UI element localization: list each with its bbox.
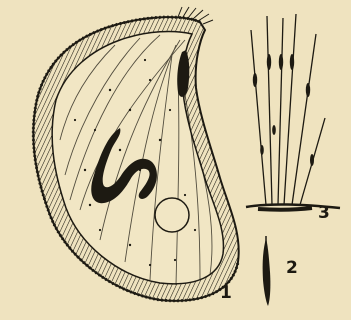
cilium-5 [292, 34, 316, 205]
cilium-1 [251, 30, 266, 205]
cilium-3 [278, 18, 283, 205]
figure-label-1: 1 [220, 285, 232, 302]
paramecium-figure [33, 7, 238, 301]
basal-body [258, 208, 312, 210]
figure-label-3: 3 [318, 205, 330, 222]
figure-label-2: 2 [286, 260, 298, 277]
cilium-4 [284, 14, 296, 205]
trichocyst-figure [263, 236, 271, 306]
contractile-vacuole [155, 198, 189, 232]
cilium-2 [267, 16, 272, 205]
cilia-detail-figure [246, 14, 340, 210]
